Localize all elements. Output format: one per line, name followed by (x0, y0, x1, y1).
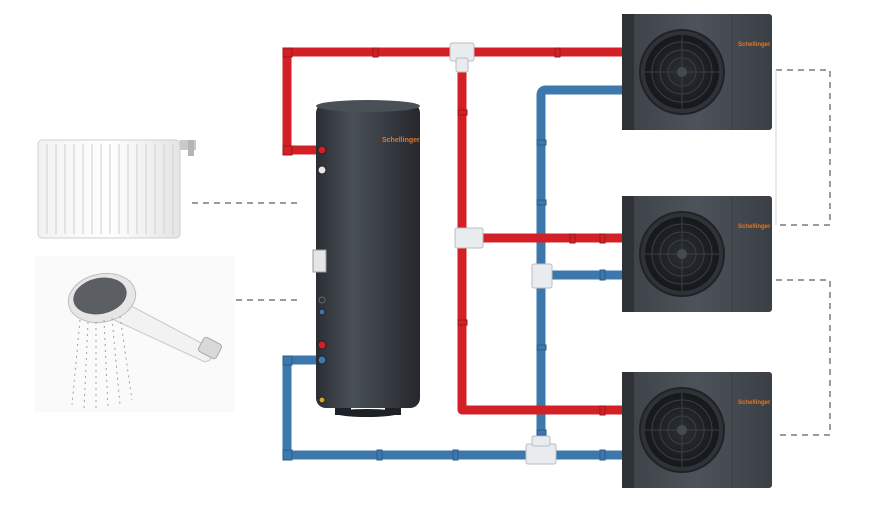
heat-pump-unit-2: Schellinger (622, 196, 772, 312)
cold-pipe-joints (282, 139, 606, 461)
heat-pump-unit-3: Schellinger (622, 372, 772, 488)
shower-head-icon (34, 256, 234, 412)
dashed-connectors (192, 69, 831, 436)
tank-brand-logo: Schellinger (382, 137, 420, 144)
unit-2-brand-logo: Schellinger (738, 224, 771, 230)
unit-1-brand-logo: Schellinger (738, 42, 771, 48)
radiator-icon (37, 139, 196, 239)
hot-pipe-joints (282, 47, 606, 416)
tee-fittings (449, 42, 557, 465)
heat-pump-unit-1: Schellinger (622, 14, 772, 130)
unit-3-brand-logo: Schellinger (738, 400, 771, 406)
hot-water-storage-tank: Schellinger (312, 100, 420, 417)
